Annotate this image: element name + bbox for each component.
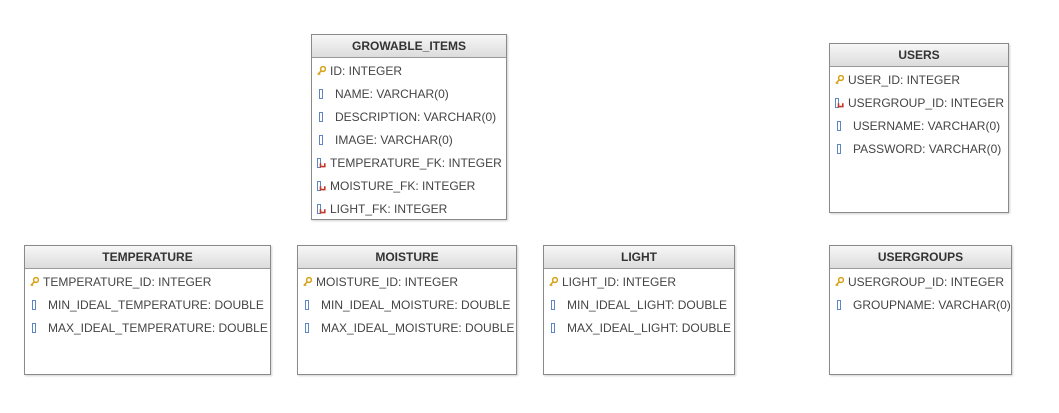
attribute-label: USERGROUP_ID: INTEGER xyxy=(848,274,1005,289)
attribute-row[interactable]: TEMPERATURE_ID: INTEGER xyxy=(25,270,270,293)
foreign-key-icon xyxy=(835,97,844,108)
entity-moisture[interactable]: MOISTURE MOISTURE_ID: INTEGER MIN_IDEAL_… xyxy=(297,245,517,375)
key-icon xyxy=(317,65,326,76)
attribute-row[interactable]: LIGHT_ID: INTEGER xyxy=(544,270,734,293)
attribute-row[interactable]: LIGHT_FK: INTEGER xyxy=(312,197,506,219)
column-icon xyxy=(305,322,314,333)
attribute-row[interactable]: IMAGE: VARCHAR(0) xyxy=(312,128,506,151)
attribute-label: USERNAME: VARCHAR(0) xyxy=(853,118,1001,133)
key-icon xyxy=(835,74,844,85)
column-icon xyxy=(837,120,846,131)
attribute-row[interactable]: MOISTURE_FK: INTEGER xyxy=(312,174,506,197)
key-icon xyxy=(30,276,39,287)
attribute-label: USERGROUP_ID: INTEGER xyxy=(848,95,1005,110)
attribute-label: MAX_IDEAL_TEMPERATURE: DOUBLE xyxy=(48,320,268,335)
attribute-label: MAX_IDEAL_LIGHT: DOUBLE xyxy=(567,320,732,335)
entity-title: USERGROUPS xyxy=(830,246,1011,269)
key-icon xyxy=(835,276,844,287)
attribute-label: ID: INTEGER xyxy=(330,63,403,78)
entity-title: TEMPERATURE xyxy=(25,246,270,269)
attribute-label: MOISTURE_FK: INTEGER xyxy=(330,178,476,193)
attribute-label: MIN_IDEAL_LIGHT: DOUBLE xyxy=(567,297,728,312)
attribute-row[interactable]: MAX_IDEAL_LIGHT: DOUBLE xyxy=(544,316,734,339)
attribute-label: MIN_IDEAL_TEMPERATURE: DOUBLE xyxy=(48,297,264,312)
entity-title: GROWABLE_ITEMS xyxy=(312,35,506,58)
attribute-label: MIN_IDEAL_MOISTURE: DOUBLE xyxy=(321,297,511,312)
attribute-row[interactable]: MOISTURE_ID: INTEGER xyxy=(298,270,516,293)
attribute-label: LIGHT_FK: INTEGER xyxy=(330,201,448,216)
attribute-list: MOISTURE_ID: INTEGER MIN_IDEAL_MOISTURE:… xyxy=(298,269,516,339)
attribute-label: MAX_IDEAL_MOISTURE: DOUBLE xyxy=(321,320,515,335)
entity-usergroups[interactable]: USERGROUPS USERGROUP_ID: INTEGER GROUPNA… xyxy=(829,245,1012,375)
attribute-row[interactable]: MAX_IDEAL_TEMPERATURE: DOUBLE xyxy=(25,316,270,339)
attribute-label: DESCRIPTION: VARCHAR(0) xyxy=(335,109,497,124)
attribute-row[interactable]: MIN_IDEAL_TEMPERATURE: DOUBLE xyxy=(25,293,270,316)
column-icon xyxy=(319,134,328,145)
entity-users[interactable]: USERS USER_ID: INTEGER USERGROUP_ID: INT… xyxy=(829,43,1009,213)
attribute-list: USER_ID: INTEGER USERGROUP_ID: INTEGER U… xyxy=(830,67,1008,160)
column-icon xyxy=(319,111,328,122)
attribute-row[interactable]: TEMPERATURE_FK: INTEGER xyxy=(312,151,506,174)
attribute-row[interactable]: MIN_IDEAL_LIGHT: DOUBLE xyxy=(544,293,734,316)
entity-light[interactable]: LIGHT LIGHT_ID: INTEGER MIN_IDEAL_LIGHT:… xyxy=(543,245,735,375)
attribute-row[interactable]: MAX_IDEAL_MOISTURE: DOUBLE xyxy=(298,316,516,339)
attribute-row[interactable]: GROUPNAME: VARCHAR(0) xyxy=(830,293,1011,316)
key-icon xyxy=(549,276,558,287)
attribute-list: ID: INTEGER NAME: VARCHAR(0) DESCRIPTION… xyxy=(312,58,506,219)
attribute-label: NAME: VARCHAR(0) xyxy=(335,86,449,101)
attribute-list: USERGROUP_ID: INTEGER GROUPNAME: VARCHAR… xyxy=(830,269,1011,316)
column-icon xyxy=(319,88,328,99)
attribute-label: LIGHT_ID: INTEGER xyxy=(562,274,677,289)
entity-temperature[interactable]: TEMPERATURE TEMPERATURE_ID: INTEGER MIN_… xyxy=(24,245,271,375)
attribute-row[interactable]: PASSWORD: VARCHAR(0) xyxy=(830,137,1008,160)
attribute-label: GROUPNAME: VARCHAR(0) xyxy=(853,297,1011,312)
attribute-label: IMAGE: VARCHAR(0) xyxy=(335,132,453,147)
column-icon xyxy=(32,322,41,333)
attribute-row[interactable]: NAME: VARCHAR(0) xyxy=(312,82,506,105)
column-icon xyxy=(32,299,41,310)
attribute-row[interactable]: USERGROUP_ID: INTEGER xyxy=(830,91,1008,114)
attribute-row[interactable]: USERGROUP_ID: INTEGER xyxy=(830,270,1011,293)
attribute-label: TEMPERATURE_ID: INTEGER xyxy=(43,274,212,289)
column-icon xyxy=(551,299,560,310)
attribute-label: PASSWORD: VARCHAR(0) xyxy=(853,141,1002,156)
attribute-list: LIGHT_ID: INTEGER MIN_IDEAL_LIGHT: DOUBL… xyxy=(544,269,734,339)
attribute-row[interactable]: USERNAME: VARCHAR(0) xyxy=(830,114,1008,137)
attribute-row[interactable]: DESCRIPTION: VARCHAR(0) xyxy=(312,105,506,128)
column-icon xyxy=(837,299,846,310)
entity-growable-items[interactable]: GROWABLE_ITEMS ID: INTEGER NAME: VARCHAR… xyxy=(311,34,507,220)
column-icon xyxy=(837,143,846,154)
entity-title: MOISTURE xyxy=(298,246,516,269)
foreign-key-icon xyxy=(317,180,326,191)
entity-title: USERS xyxy=(830,44,1008,67)
entity-title: LIGHT xyxy=(544,246,734,269)
attribute-label: USER_ID: INTEGER xyxy=(848,72,961,87)
attribute-row[interactable]: ID: INTEGER xyxy=(312,59,506,82)
attribute-row[interactable]: USER_ID: INTEGER xyxy=(830,68,1008,91)
key-icon xyxy=(303,276,312,287)
attribute-list: TEMPERATURE_ID: INTEGER MIN_IDEAL_TEMPER… xyxy=(25,269,270,339)
column-icon xyxy=(551,322,560,333)
attribute-label: TEMPERATURE_FK: INTEGER xyxy=(330,155,502,170)
column-icon xyxy=(305,299,314,310)
foreign-key-icon xyxy=(317,157,326,168)
attribute-row[interactable]: MIN_IDEAL_MOISTURE: DOUBLE xyxy=(298,293,516,316)
attribute-label: MOISTURE_ID: INTEGER xyxy=(316,274,459,289)
foreign-key-icon xyxy=(317,203,326,214)
